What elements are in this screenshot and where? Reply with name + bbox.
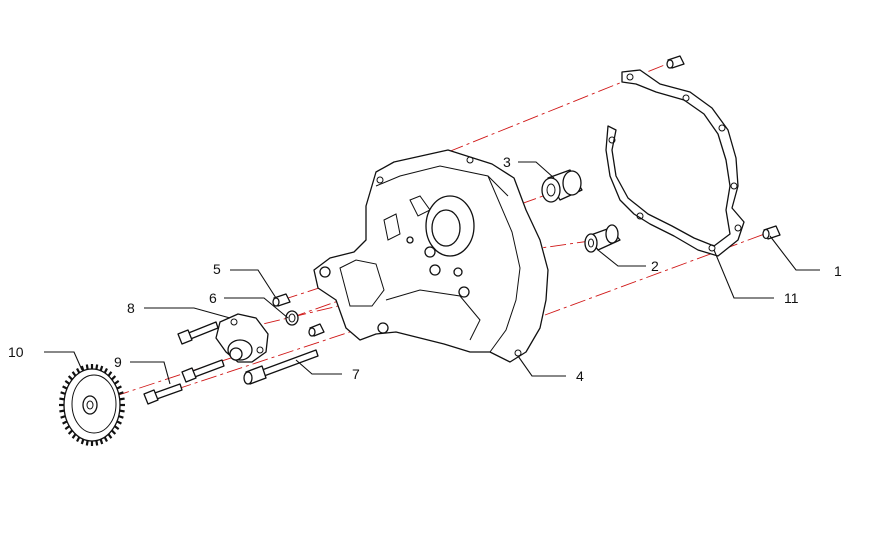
callout-6: 6 — [209, 290, 217, 306]
leader-2 — [597, 249, 646, 267]
gear-tooth — [116, 420, 122, 425]
gear-tooth — [62, 385, 68, 390]
bolt-part-9c — [143, 383, 183, 405]
leader-6 — [224, 297, 289, 319]
gear-tooth — [76, 367, 81, 374]
gear-tooth — [64, 425, 70, 430]
leader-lines — [44, 161, 820, 385]
leader-10 — [44, 351, 83, 371]
gear-teeth — [59, 364, 125, 446]
gear-tooth — [80, 365, 85, 372]
gear-tooth — [103, 367, 108, 374]
gear-tooth — [85, 364, 89, 370]
leader-3 — [518, 161, 555, 179]
callout-10: 10 — [8, 344, 24, 360]
gear-part — [59, 364, 125, 446]
leader-11 — [713, 249, 774, 299]
gear-tooth — [107, 371, 113, 377]
gear-tooth — [103, 436, 108, 443]
gear-tooth — [114, 425, 120, 430]
leader-5 — [230, 269, 277, 299]
gear-tooth — [64, 380, 70, 385]
leader-7 — [295, 359, 342, 375]
bushing-part — [584, 224, 621, 253]
dowel-pin-part-1 — [762, 225, 781, 240]
gear-tooth — [71, 371, 77, 377]
gear-tooth — [111, 429, 117, 435]
gear-tooth — [67, 429, 73, 435]
callout-8: 8 — [127, 300, 135, 316]
long-bolt-part — [243, 349, 319, 385]
crankcase-part — [313, 149, 549, 363]
callout-7: 7 — [352, 366, 360, 382]
gear-tooth — [119, 397, 125, 401]
gear-tooth — [59, 397, 65, 401]
leader-9 — [130, 361, 171, 385]
gear-tooth — [111, 375, 117, 381]
leader-1 — [769, 235, 820, 271]
o-ring-part — [285, 310, 299, 326]
dowel-pin-upper — [666, 55, 685, 69]
gear-tooth — [95, 364, 99, 370]
gear-tooth — [107, 433, 113, 439]
gear-tooth — [95, 440, 99, 446]
axis-lower — [544, 231, 771, 316]
gasket-part — [605, 69, 745, 257]
gear-tooth — [60, 391, 66, 395]
callout-labels: 1 2 3 4 5 6 7 8 9 10 11 — [8, 154, 842, 384]
callout-5: 5 — [213, 261, 221, 277]
gear-tooth — [85, 440, 89, 446]
oil-pump-part — [215, 313, 269, 363]
dowel-part-5 — [272, 293, 291, 307]
gear-tooth — [60, 415, 66, 419]
gear-tooth — [119, 409, 125, 413]
callout-2: 2 — [651, 258, 659, 274]
gear-tooth — [116, 385, 122, 390]
gear-tooth — [114, 380, 120, 385]
pin-small — [308, 323, 325, 337]
gear-tooth — [71, 433, 77, 439]
gear-tooth — [59, 409, 65, 413]
callout-3: 3 — [503, 154, 511, 170]
callout-1: 1 — [834, 263, 842, 279]
bolt-part-9b — [181, 359, 225, 383]
gear-tooth — [118, 391, 124, 395]
gear-tooth — [99, 438, 104, 445]
callout-9: 9 — [114, 354, 122, 370]
bearing-part — [541, 169, 583, 203]
callout-11: 11 — [784, 290, 799, 306]
callout-4: 4 — [576, 368, 584, 384]
gear-tooth — [76, 436, 81, 443]
leader-8 — [144, 307, 231, 319]
gear-tooth — [99, 365, 104, 372]
bolt-part-9a — [177, 321, 219, 345]
gear-tooth — [118, 415, 124, 419]
axis-bolts — [149, 321, 381, 399]
leader-4 — [517, 355, 566, 377]
gear-tooth — [67, 375, 73, 381]
gear-tooth — [80, 438, 85, 445]
gear-tooth — [62, 420, 68, 425]
